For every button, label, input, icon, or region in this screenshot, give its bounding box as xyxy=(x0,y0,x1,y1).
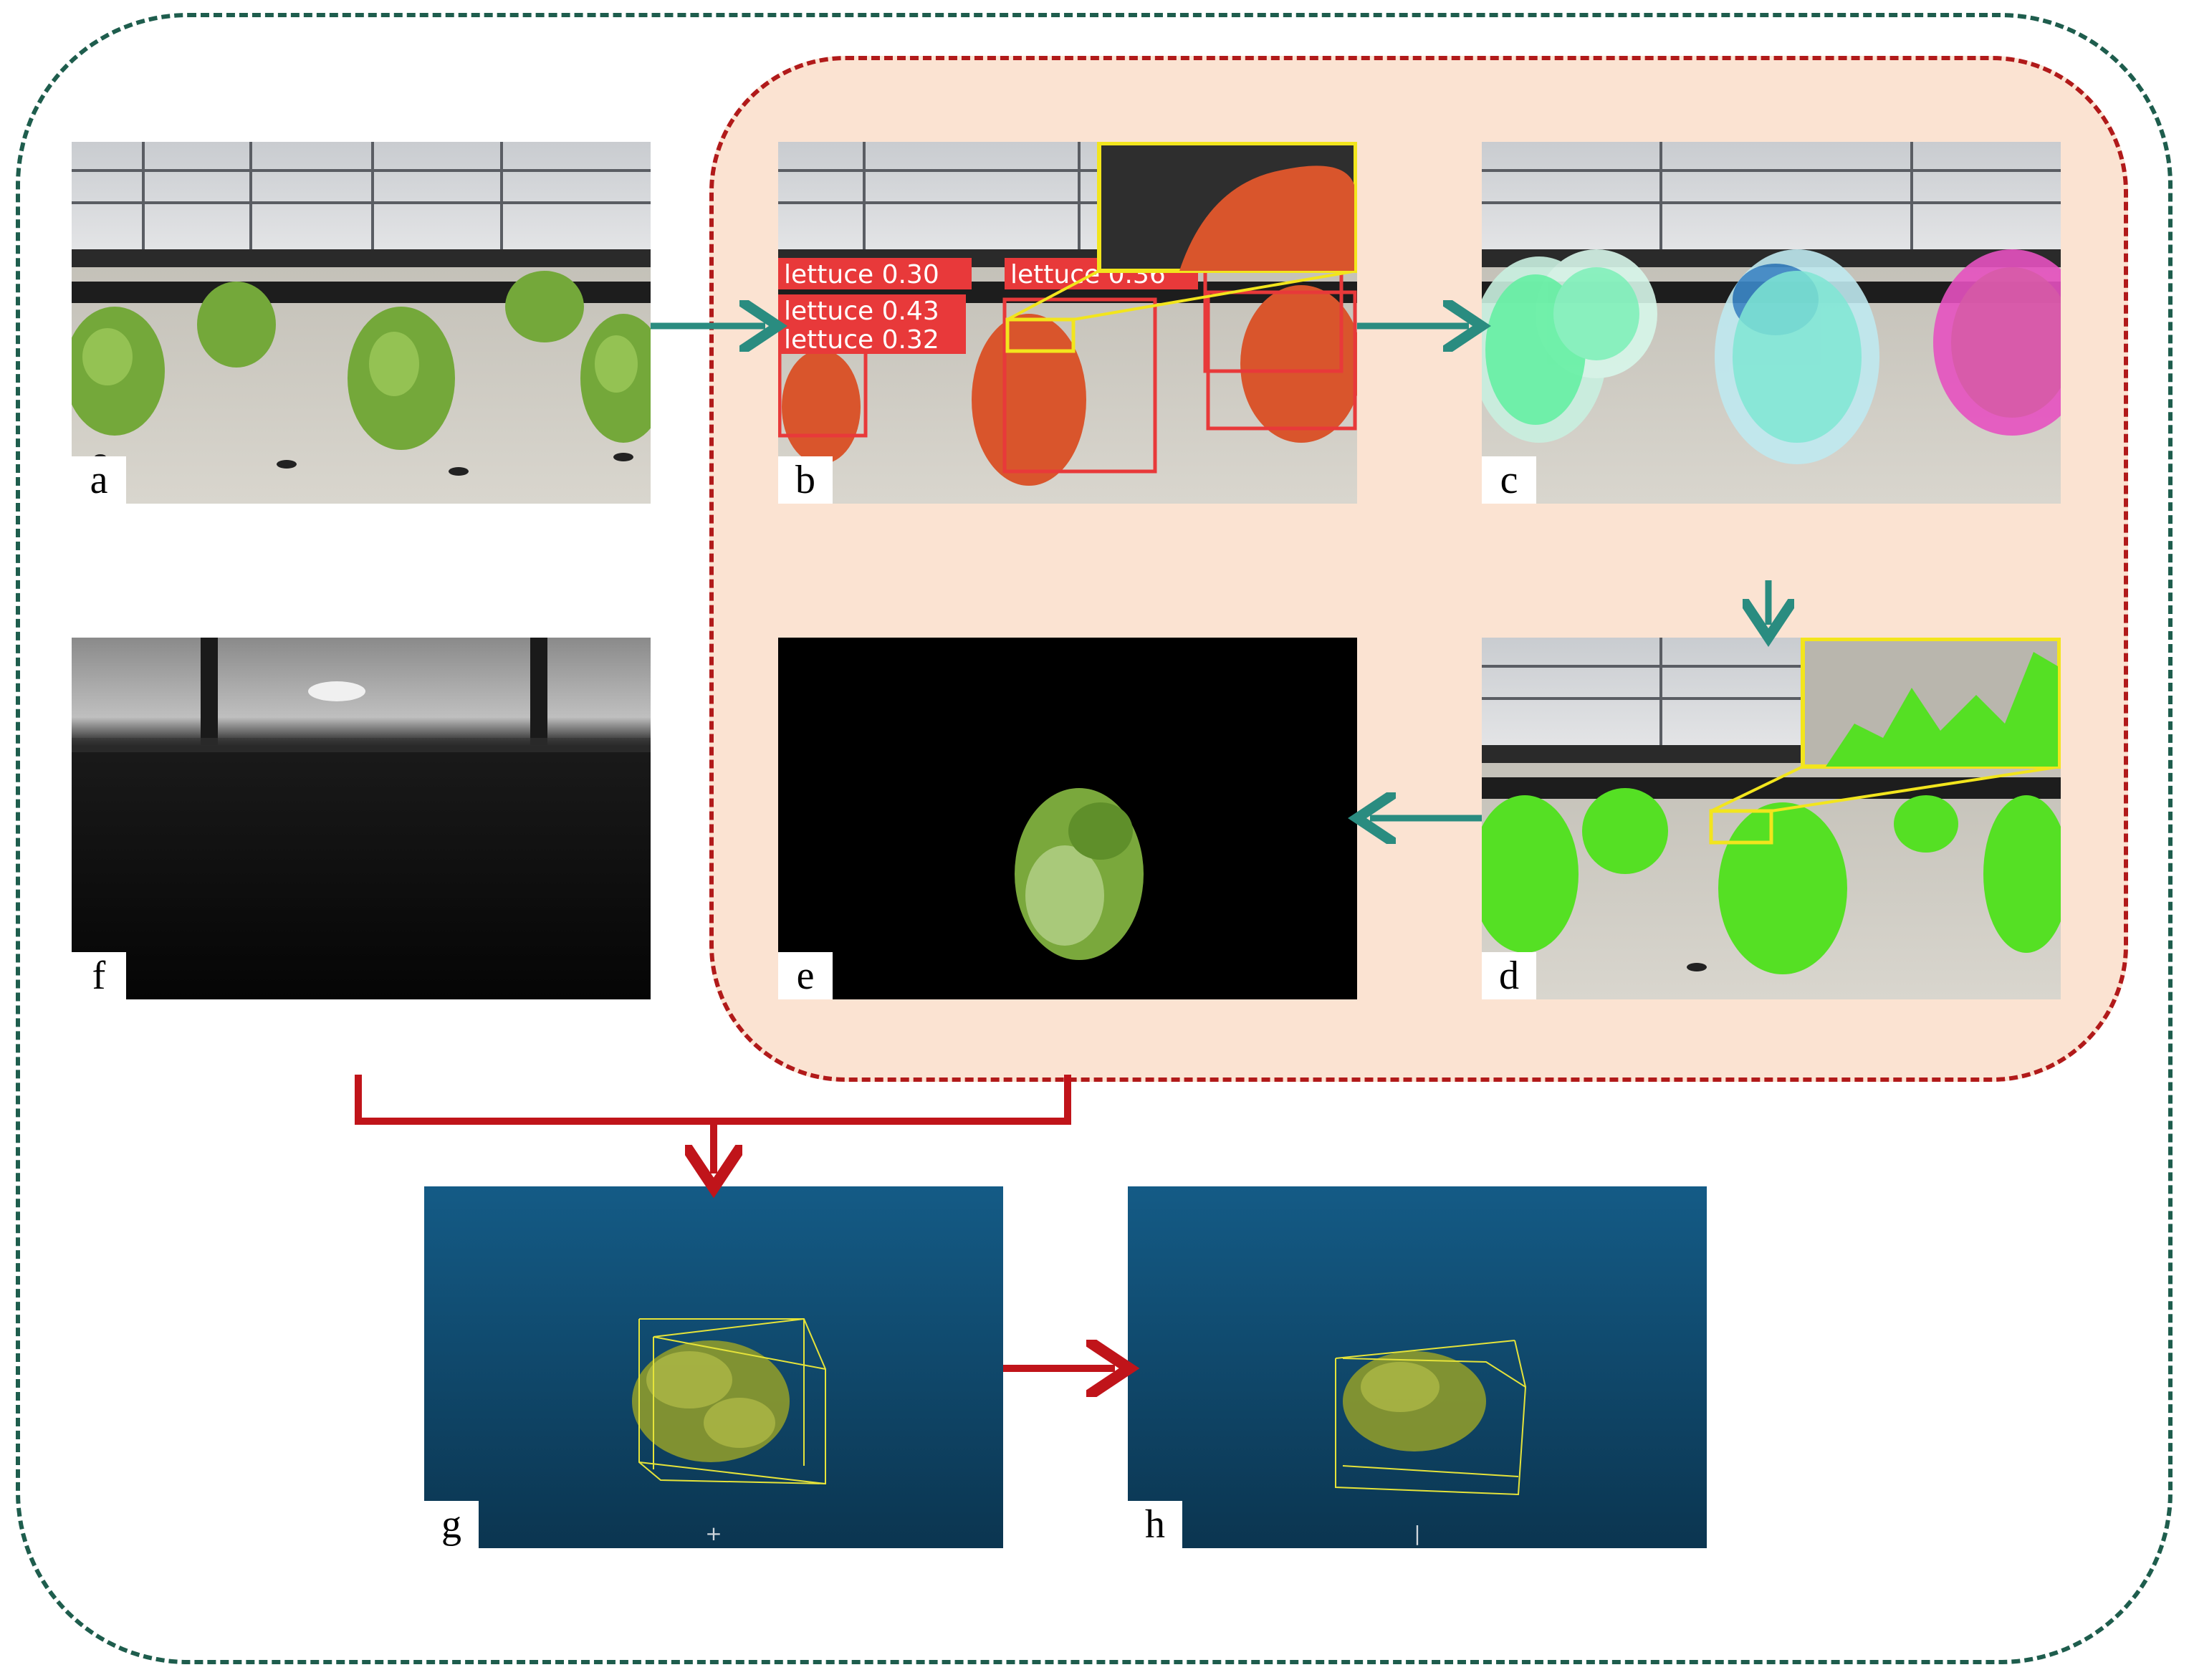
refined-mask-scene xyxy=(1482,638,2061,999)
outer-dashed-frame xyxy=(16,13,2173,1664)
panel-label-a: a xyxy=(72,456,126,504)
panel-e-segmented: e xyxy=(778,638,1357,999)
detection-label-3: lettuce 0.32 xyxy=(784,325,939,355)
panel-a-rgb-photo: a xyxy=(72,142,651,504)
detection-label-1: lettuce 0.30 xyxy=(784,260,939,289)
merge-bracket xyxy=(355,1075,1071,1125)
panel-label-d: d xyxy=(1482,952,1536,999)
panel-c-masks: c xyxy=(1482,142,2061,504)
detection-scene: lettuce 0.30 lettuce 0.43 lettuce 0.32 l… xyxy=(778,142,1357,504)
svg-text:|: | xyxy=(1414,1522,1420,1545)
panel-label-g: g xyxy=(424,1501,479,1548)
panel-b-detection: lettuce 0.30 lettuce 0.43 lettuce 0.32 l… xyxy=(778,142,1357,504)
panel-label-b: b xyxy=(778,456,833,504)
svg-text:+: + xyxy=(705,1522,722,1545)
point-cloud-h: | xyxy=(1128,1186,1707,1548)
panel-d-refined-masks: d xyxy=(1482,638,2061,999)
panel-label-h: h xyxy=(1128,1501,1182,1548)
panel-g-point-cloud: + g xyxy=(424,1186,1003,1548)
mask-scene xyxy=(1482,142,2061,504)
depth-map xyxy=(72,638,651,999)
panel-f-depth: f xyxy=(72,638,651,999)
panel-h-refined-point-cloud: | h xyxy=(1128,1186,1707,1548)
panel-label-f: f xyxy=(72,952,126,999)
segmented-lettuce xyxy=(778,638,1357,999)
point-cloud-g: + xyxy=(424,1186,1003,1548)
detection-label-2: lettuce 0.43 xyxy=(784,297,939,326)
panel-label-c: c xyxy=(1482,456,1536,504)
greenhouse-scene xyxy=(72,142,651,504)
panel-label-e: e xyxy=(778,952,833,999)
